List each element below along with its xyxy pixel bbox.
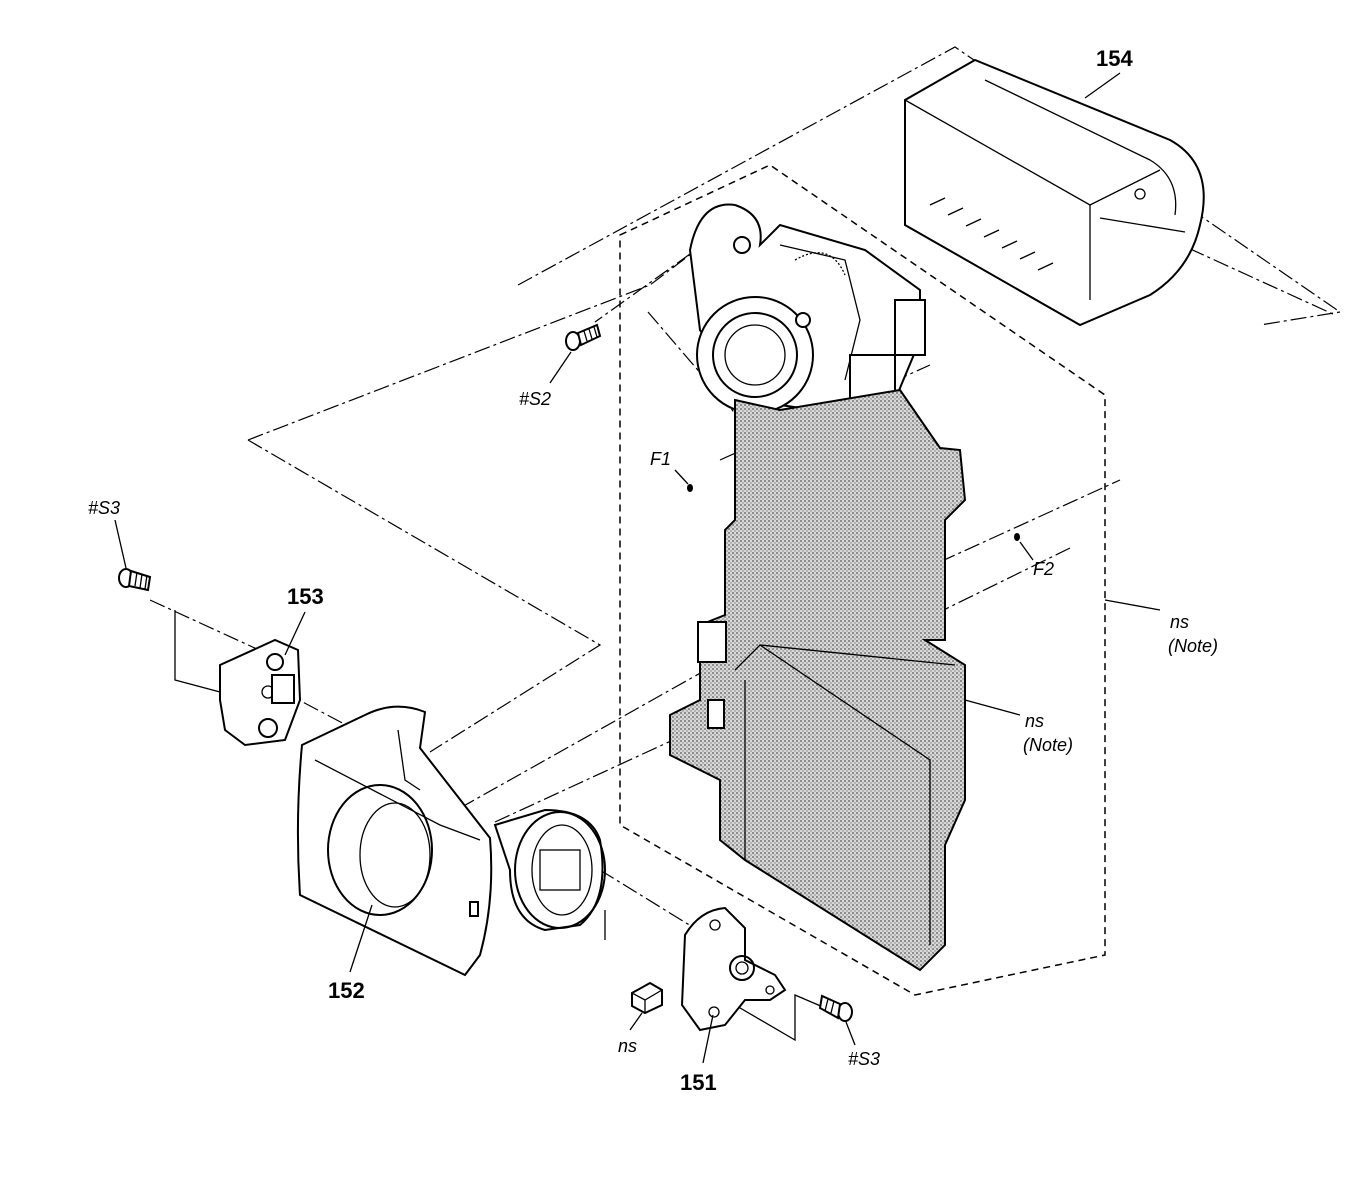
part-152-front-housing xyxy=(296,705,493,977)
screw-s3-right xyxy=(818,994,853,1022)
label-ns-cushion: ns xyxy=(618,1036,637,1056)
label-ns-outer-note: (Note) xyxy=(1168,636,1218,656)
label-part-151: 151 xyxy=(680,1070,717,1095)
lens-block-assembly xyxy=(688,203,926,414)
label-screw-f2: F2 xyxy=(1033,559,1054,579)
cushion-block xyxy=(631,981,663,1015)
label-part-154: 154 xyxy=(1096,46,1133,71)
label-screw-f1: F1 xyxy=(650,449,671,469)
screw-f1 xyxy=(687,484,693,492)
label-part-152: 152 xyxy=(328,978,365,1003)
screw-s3-left xyxy=(118,568,152,592)
label-ns-inner: ns xyxy=(1025,711,1044,731)
label-screw-s3-right: #S3 xyxy=(848,1049,880,1069)
part-151-right-bracket xyxy=(680,906,787,1032)
leader-lines xyxy=(114,351,1034,1064)
label-part-153: 153 xyxy=(287,584,324,609)
lens-mount-ring xyxy=(493,808,606,932)
label-ns-inner-note: (Note) xyxy=(1023,735,1073,755)
screw-s2 xyxy=(565,323,602,351)
part-154-top-cover xyxy=(904,58,1205,327)
label-screw-s3-left: #S3 xyxy=(88,498,120,518)
part-153-left-bracket xyxy=(219,638,302,747)
screw-f2 xyxy=(1014,533,1020,541)
label-screw-s2: #S2 xyxy=(519,389,551,409)
note-boundary-box xyxy=(619,164,1106,996)
label-ns-outer: ns xyxy=(1170,612,1189,632)
main-circuit-board xyxy=(669,388,967,972)
